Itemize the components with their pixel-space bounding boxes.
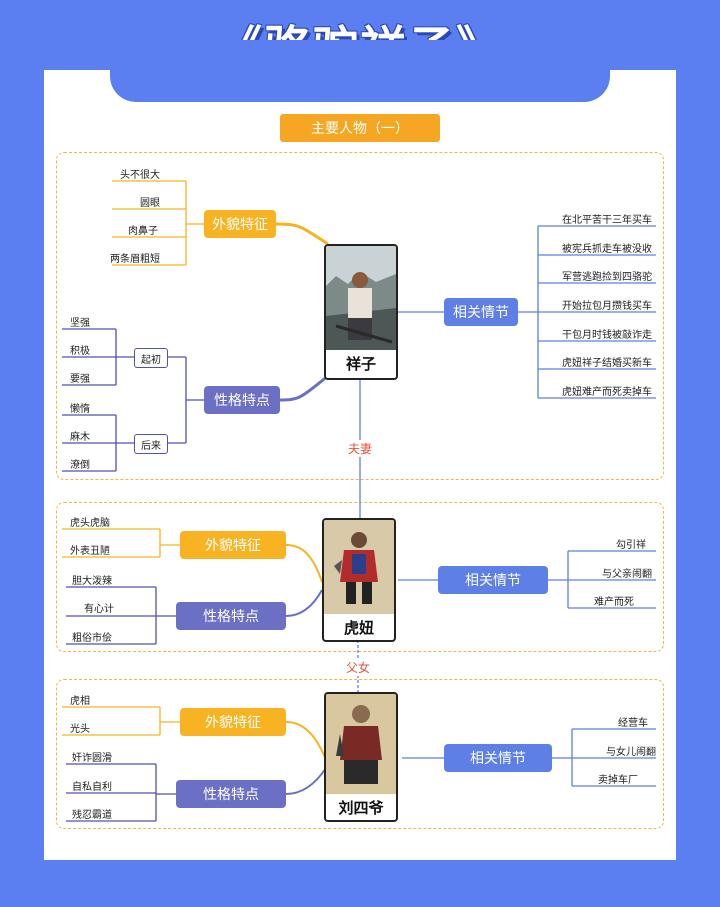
- relation-father-daughter-label: 父女: [344, 659, 373, 676]
- section-header: 主要人物（一）: [280, 114, 440, 142]
- xiangzi-initial-group: 起初: [134, 348, 168, 368]
- huniu-plot-item: 难产而死: [594, 597, 634, 608]
- huniu-appearance-item: 外表丑陋: [70, 546, 110, 557]
- character-card-liusiye: 刘四爷: [324, 692, 398, 822]
- xiangzi-plot-item: 开始拉包月攒钱买车: [562, 301, 652, 312]
- xiangzi-portrait: [326, 246, 396, 350]
- xiangzi-personality-item: 坚强: [70, 318, 90, 329]
- huniu-plot-item: 与父亲闹翻: [602, 569, 652, 580]
- xiangzi-plot-node: 相关情节: [444, 298, 518, 326]
- character-card-xiangzi: 祥子: [324, 244, 398, 380]
- xiangzi-personality-item: 潦倒: [70, 460, 90, 471]
- xiangzi-personality-item: 要强: [70, 374, 90, 385]
- huniu-personality-item: 有心计: [84, 604, 114, 615]
- liusiye-portrait: [326, 694, 396, 794]
- title-tab: [110, 40, 610, 102]
- liusiye-personality-item: 自私自利: [72, 782, 112, 793]
- xiangzi-plot-item: 军营逃跑捡到四骆驼: [562, 272, 652, 283]
- xiangzi-appearance-item: 头不很大: [120, 170, 160, 181]
- huniu-personality-node: 性格特点: [176, 602, 286, 630]
- xiangzi-personality-node: 性格特点: [204, 386, 280, 414]
- relation-couple-label: 夫妻: [346, 440, 375, 457]
- xiangzi-name: 祥子: [345, 354, 376, 373]
- xiangzi-plot-item: 虎妞祥子结婚买新车: [562, 358, 652, 369]
- huniu-plot-node: 相关情节: [438, 566, 548, 594]
- xiangzi-appearance-item: 圆眼: [140, 198, 160, 209]
- huniu-appearance-item: 虎头虎脑: [70, 518, 110, 529]
- character-card-huniu: 虎妞: [322, 518, 396, 642]
- liusiye-personality-item: 奸诈圆滑: [72, 753, 112, 764]
- xiangzi-appearance-node: 外貌特征: [204, 210, 276, 238]
- xiangzi-plot-item: 在北平苦干三年买车: [562, 215, 652, 226]
- huniu-name: 虎妞: [343, 618, 374, 637]
- liusiye-name: 刘四爷: [338, 798, 384, 817]
- liusiye-appearance-item: 虎相: [70, 696, 90, 707]
- liusiye-plot-node: 相关情节: [444, 744, 552, 772]
- liusiye-plot-item: 与女儿闹翻: [606, 747, 656, 758]
- xiangzi-later-group: 后来: [134, 434, 168, 454]
- xiangzi-plot-item: 干包月时钱被敲诈走: [562, 330, 652, 341]
- huniu-plot-item: 勾引祥: [616, 540, 646, 551]
- huniu-portrait: [324, 520, 394, 614]
- huniu-personality-item: 胆大泼辣: [72, 576, 112, 587]
- huniu-personality-item: 粗俗市侩: [72, 633, 112, 644]
- xiangzi-personality-item: 积极: [70, 346, 90, 357]
- liusiye-plot-item: 经营车: [618, 718, 648, 729]
- liusiye-appearance-node: 外貌特征: [180, 708, 286, 736]
- xiangzi-personality-item: 麻木: [70, 432, 90, 443]
- huniu-appearance-node: 外貌特征: [180, 531, 286, 559]
- liusiye-personality-item: 残忍霸道: [72, 810, 112, 821]
- xiangzi-plot-item: 被宪兵抓走车被没收: [562, 244, 652, 255]
- section-liusiye: [56, 679, 664, 829]
- xiangzi-appearance-item: 两条眉粗短: [110, 254, 160, 265]
- xiangzi-appearance-item: 肉鼻子: [128, 226, 158, 237]
- liusiye-personality-node: 性格特点: [176, 780, 286, 808]
- liusiye-appearance-item: 光头: [70, 724, 90, 735]
- xiangzi-personality-item: 懒惰: [70, 404, 90, 415]
- liusiye-plot-item: 卖掉车厂: [598, 775, 638, 786]
- xiangzi-plot-item: 虎妞难产而死卖掉车: [562, 387, 652, 398]
